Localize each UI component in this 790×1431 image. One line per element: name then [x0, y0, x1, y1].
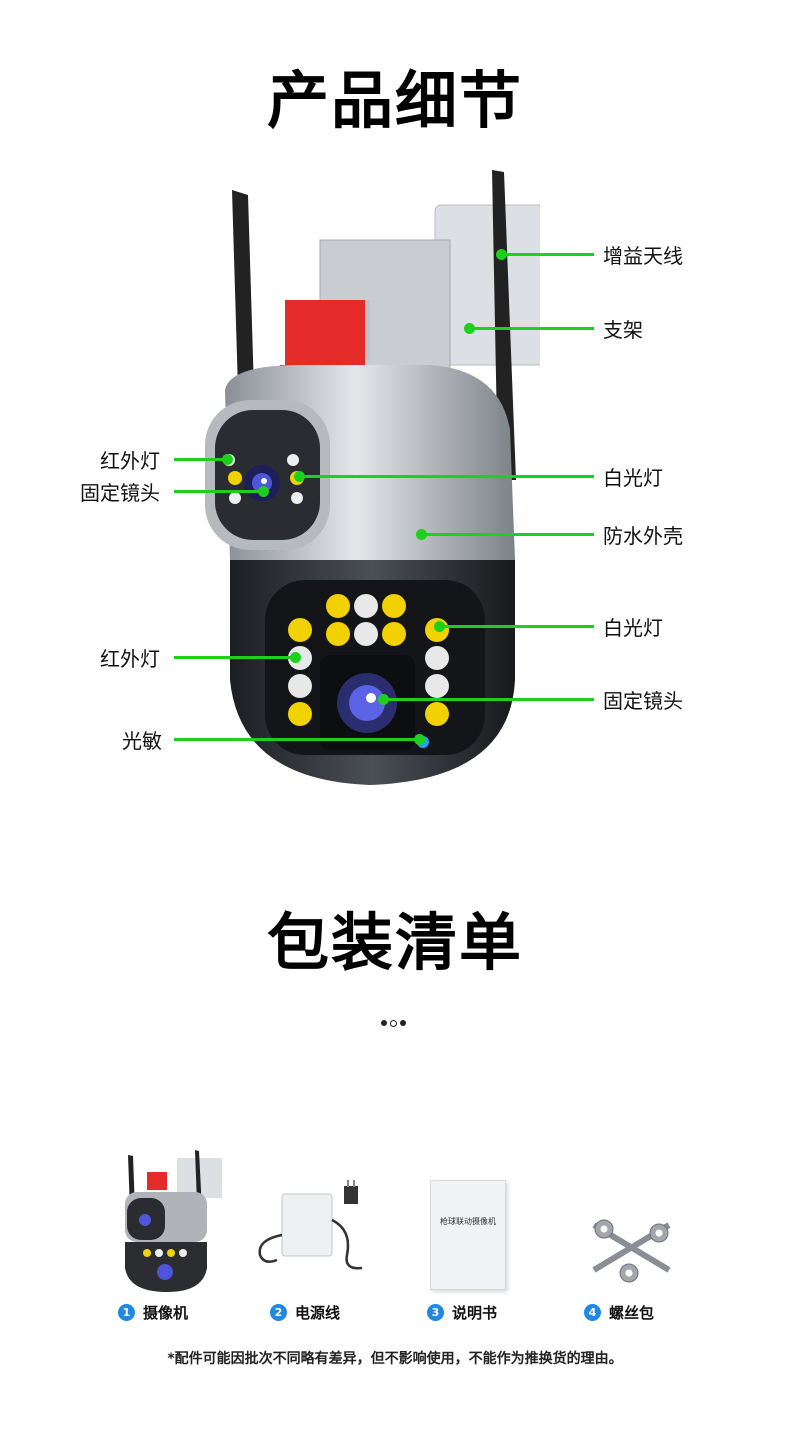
callout-right-white-light-1: 白光灯 — [603, 466, 663, 490]
package-item-label-2: 电源线 — [295, 1304, 341, 1322]
number-badge-1: 1 — [118, 1304, 135, 1321]
section-title-package-list: 包装清单 — [266, 906, 523, 979]
camera-illustration — [205, 170, 540, 785]
package-item-4: 4 螺丝包 — [584, 1302, 654, 1323]
number-badge-4: 4 — [584, 1304, 601, 1321]
package-item-label-4: 螺丝包 — [609, 1304, 655, 1322]
callout-right-white-light-2: 白光灯 — [603, 616, 663, 640]
number-badge-2: 2 — [270, 1304, 287, 1321]
callout-right-gain-antenna: 增益天线 — [603, 244, 683, 268]
callout-right-bracket: 支架 — [603, 318, 643, 342]
package-item-1: 1 摄像机 — [118, 1302, 188, 1323]
package-manual-image: 枪球联动摄像机 — [430, 1180, 506, 1290]
package-item-2: 2 电源线 — [270, 1302, 340, 1323]
package-item-label-3: 说明书 — [452, 1304, 498, 1322]
callout-right-waterproof-shell: 防水外壳 — [603, 524, 683, 548]
callout-left-light-sensor: 光敏 — [122, 729, 162, 753]
callout-right-fixed-lens: 固定镜头 — [603, 689, 683, 713]
manual-title: 枪球联动摄像机 — [440, 1217, 496, 1226]
package-camera-image — [125, 1150, 222, 1292]
package-item-3: 3 说明书 — [427, 1302, 497, 1323]
callout-left-ir-light-1: 红外灯 — [100, 449, 160, 473]
pagination-dots — [381, 1020, 406, 1027]
package-screw-kit-image — [592, 1219, 671, 1283]
callout-left-fixed-lens: 固定镜头 — [80, 481, 160, 505]
number-badge-3: 3 — [427, 1304, 444, 1321]
package-power-adapter-image — [258, 1180, 363, 1270]
section-title-product-details: 产品细节 — [266, 64, 523, 137]
disclaimer-note: *配件可能因批次不同略有差异，但不影响使用，不能作为推换货的理由。 — [167, 1351, 623, 1367]
package-item-label-1: 摄像机 — [143, 1304, 189, 1322]
callout-left-ir-light-2: 红外灯 — [100, 647, 160, 671]
